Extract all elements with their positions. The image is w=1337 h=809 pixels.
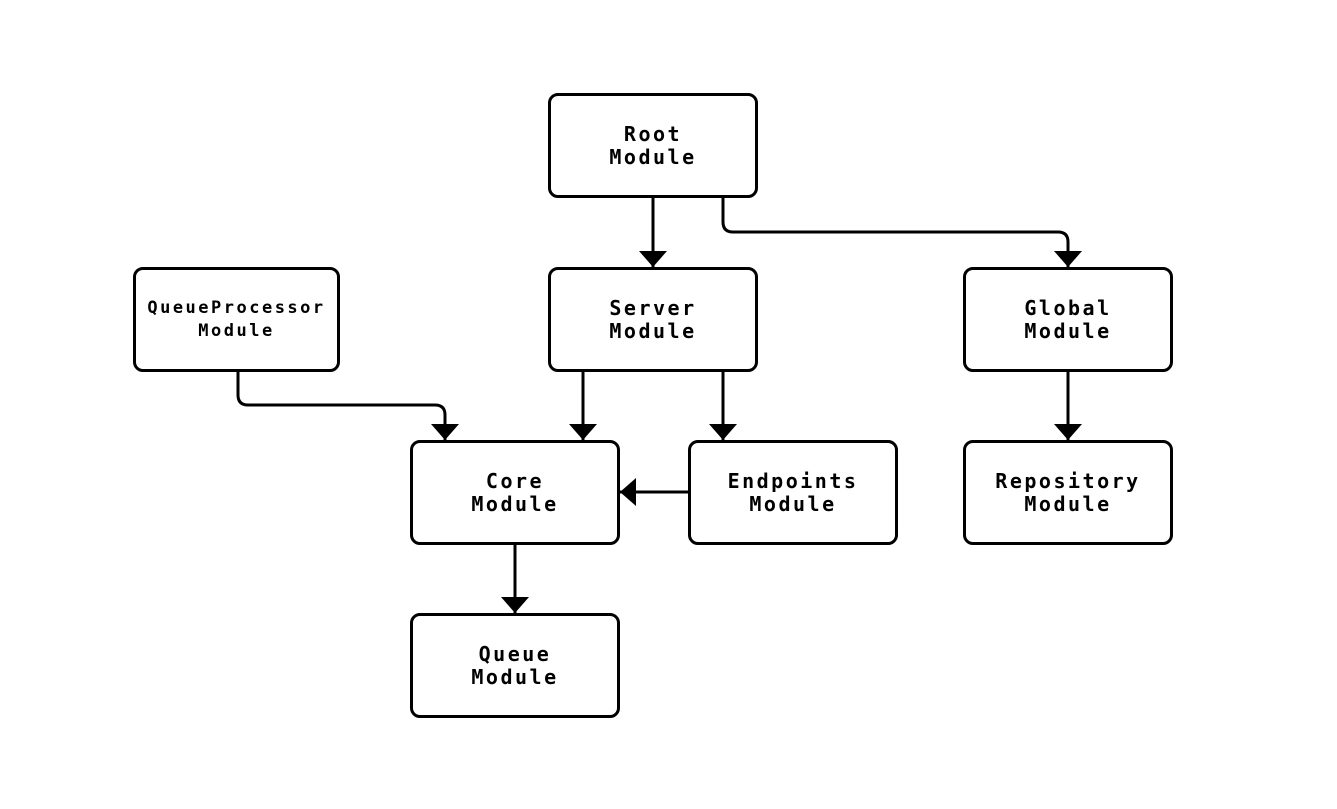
node-label-line: Server bbox=[609, 295, 697, 320]
node-label-line: Module bbox=[1024, 491, 1112, 516]
node-label-line: QueueProcessor bbox=[147, 297, 326, 318]
node-label-line: Module bbox=[609, 318, 697, 343]
node-label-line: Queue bbox=[478, 641, 552, 666]
node-label-line: Module bbox=[471, 491, 559, 516]
edge-queueprocessor-to-core bbox=[236, 372, 459, 440]
node-label-line: Repository bbox=[995, 468, 1141, 493]
edge-root-to-global bbox=[721, 198, 1082, 267]
node-label-line: Root bbox=[623, 121, 683, 146]
node-label-line: Core bbox=[485, 468, 545, 493]
edge-group bbox=[236, 198, 1082, 613]
node-label-line: Module bbox=[609, 144, 697, 169]
node-label-line: Module bbox=[1024, 318, 1112, 343]
node-label-line: Endpoints bbox=[727, 468, 859, 493]
node-label-line: Global bbox=[1024, 295, 1112, 320]
node-label-line: Module bbox=[471, 664, 559, 689]
node-label-line: Module bbox=[198, 320, 275, 341]
node-label-line: Module bbox=[749, 491, 837, 516]
